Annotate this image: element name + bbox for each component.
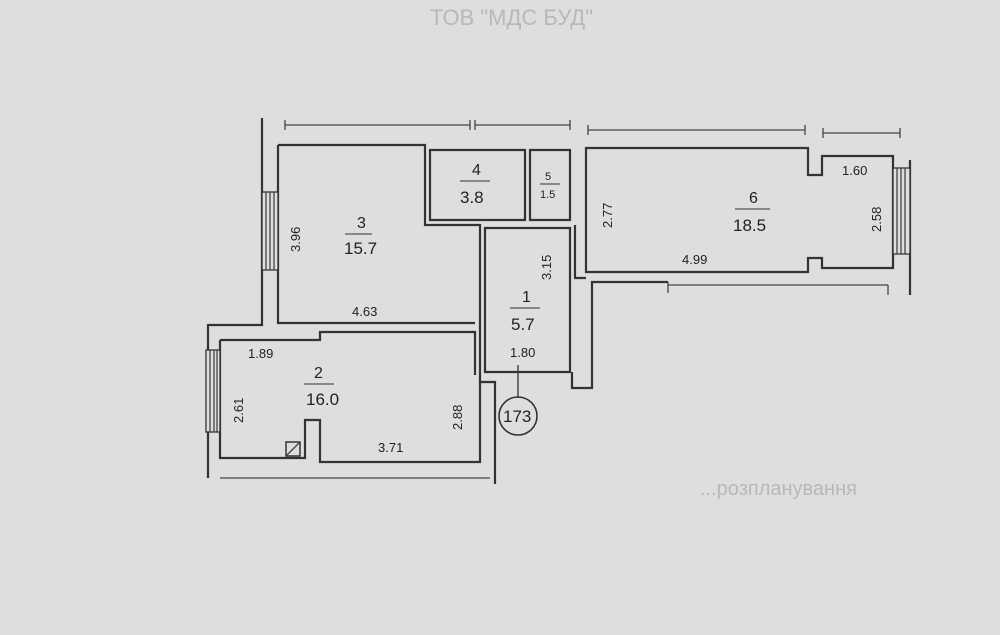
room-5-area: 1.5 [540, 189, 555, 201]
dim-room6-top: 1.60 [842, 163, 867, 178]
room-4-number: 4 [472, 162, 481, 179]
room-2-area: 16.0 [306, 390, 339, 409]
dim-room2-top: 1.89 [248, 346, 273, 361]
dim-room6-left: 2.77 [600, 203, 615, 228]
room-1-number: 1 [522, 289, 531, 306]
room-5: 5 1.5 [540, 171, 560, 201]
apartment-number-badge: 173 [498, 365, 538, 436]
room-3-area: 15.7 [344, 239, 377, 258]
room-3-number: 3 [357, 215, 366, 232]
room-2: 2 16.0 1.89 2.61 2.88 3.71 [231, 346, 465, 455]
dim-room2-bottom: 3.71 [378, 440, 403, 455]
dim-room2-left: 2.61 [231, 398, 246, 423]
room-1: 1 5.7 3.15 1.80 [510, 255, 554, 360]
room-3: 3 15.7 3.96 4.63 [288, 215, 377, 319]
dim-room1-width: 1.80 [510, 345, 535, 360]
room-4-area: 3.8 [460, 188, 484, 207]
faint-bleed-text: ...розпланування [700, 478, 857, 500]
window-right-room6 [892, 167, 911, 255]
room-6-area: 18.5 [733, 216, 766, 235]
window-left-room2 [205, 349, 221, 433]
window-left-room3 [261, 191, 279, 271]
room-1-area: 5.7 [511, 315, 535, 334]
room-5-number: 5 [545, 171, 551, 183]
dim-room6-bottom: 4.99 [682, 252, 707, 267]
dim-room3-height: 3.96 [288, 227, 303, 252]
dim-room1-height: 3.15 [539, 255, 554, 280]
apartment-number: 173 [503, 407, 531, 426]
room-6: 6 18.5 2.77 4.99 1.60 2.58 [600, 163, 884, 267]
dim-room3-width: 4.63 [352, 304, 377, 319]
room-6-number: 6 [749, 190, 758, 207]
dim-room2-right: 2.88 [450, 405, 465, 430]
vent-shaft-icon [285, 441, 301, 457]
room-4: 4 3.8 [460, 162, 490, 207]
room-2-number: 2 [314, 365, 323, 382]
dim-room6-right: 2.58 [869, 207, 884, 232]
header-text: ТОВ "МДС БУД" [430, 5, 593, 30]
